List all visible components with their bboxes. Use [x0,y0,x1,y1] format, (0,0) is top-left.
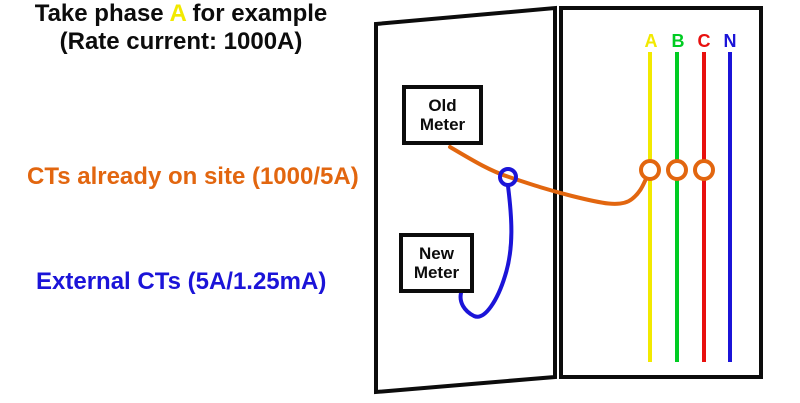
phase-label-a: A [645,31,658,51]
left-panel-door [374,5,557,395]
old-meter-label-line2: Meter [419,115,466,134]
phase-label-c: C [698,31,711,51]
old-meter-box: Old Meter [402,85,483,145]
onsite-ct-ring-b [666,159,688,181]
title-suffix: for example [185,0,328,27]
title-phase-letter: A [169,0,186,27]
title-line1: Take phase A for example [0,0,362,28]
phase-label-n: N [724,31,737,51]
new-meter-box: New Meter [399,233,474,293]
title-prefix: Take phase [34,0,170,27]
onsite-ct-ring-c [693,159,715,181]
external-ct-ring [498,167,518,187]
onsite-ct-ring-a [639,159,661,181]
external-cts-label: External CTs (5A/1.25mA) [36,268,327,295]
new-meter-label-line1: New [419,244,454,263]
external-ct-wire [458,184,514,319]
right-panel [559,6,763,379]
title-line2: (Rate current: 1000A) [59,28,303,55]
new-meter-label-line2: Meter [413,263,460,282]
onsite-cts-label: CTs already on site (1000/5A) [27,163,359,190]
phase-label-b: B [672,31,685,51]
onsite-ct-wire [448,145,649,206]
old-meter-label-line1: Old [428,96,457,115]
title: Take phase A for example (Rate current: … [0,0,362,56]
